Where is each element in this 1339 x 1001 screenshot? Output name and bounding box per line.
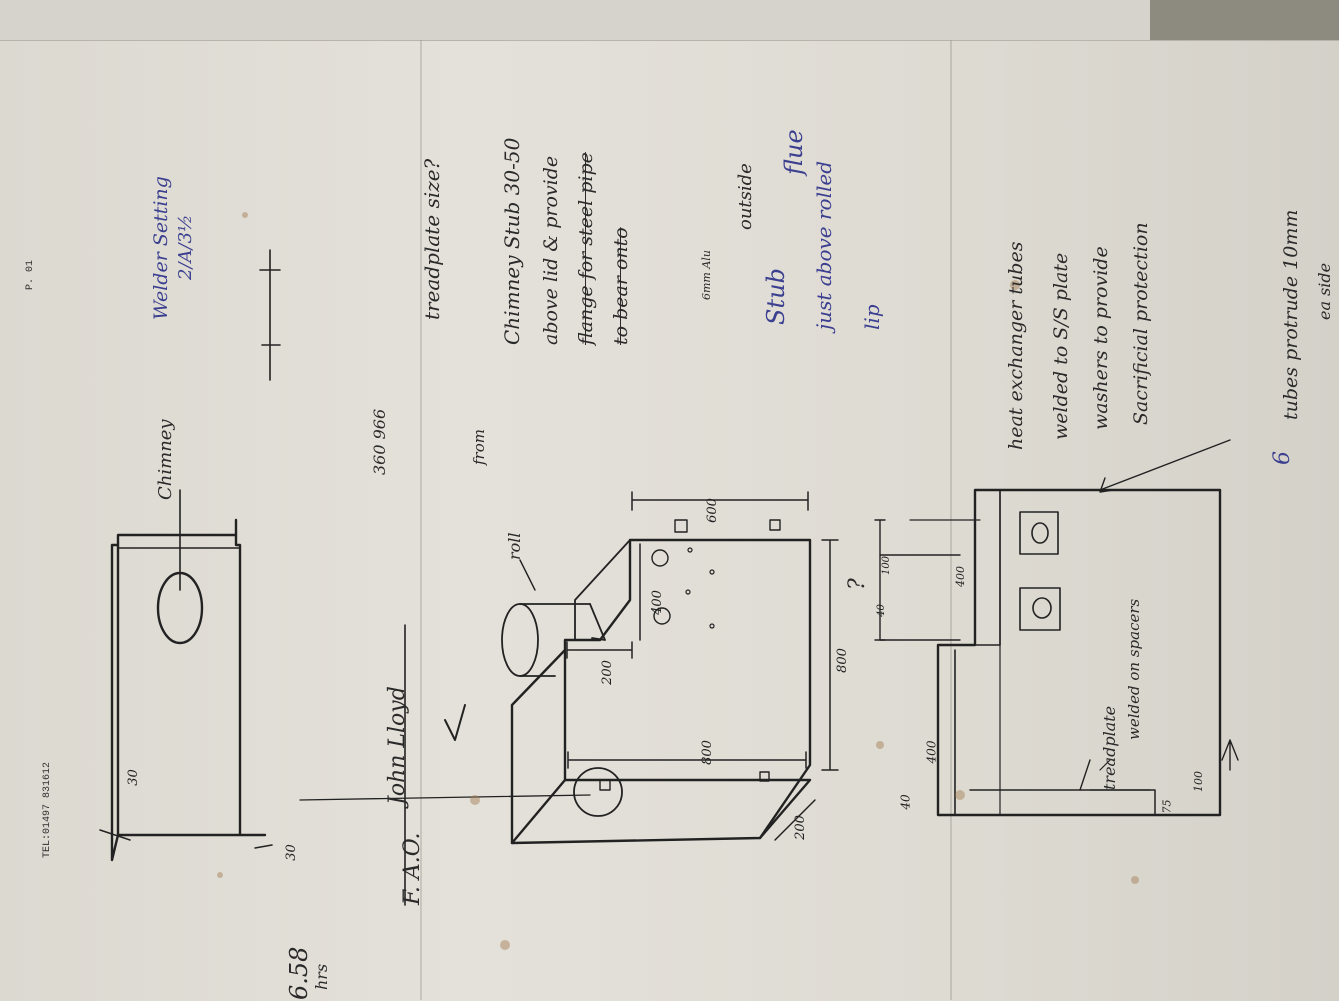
dim-200-bottom: 200	[792, 815, 808, 840]
bear-note: to bear onto	[610, 227, 632, 345]
dim-100-bottom: 100	[1192, 771, 1205, 792]
washers-note: washers to provide	[1090, 246, 1112, 430]
chimney-label: Chimney	[155, 419, 176, 500]
above-lid-note: above lid & provide	[540, 155, 562, 345]
chimney-plate-outline	[110, 518, 267, 862]
margin-number: 6.58	[285, 946, 313, 1000]
fao-label: F. A.O.	[400, 832, 425, 905]
sacrificial-note: Sacrificial protection	[1130, 222, 1152, 425]
dim-400-left: 400	[924, 740, 939, 764]
roll-note: roll	[505, 532, 524, 560]
treadplate-note: treadplate size?	[420, 158, 444, 320]
dim-800-bottom: 800	[699, 740, 715, 765]
fold-crease	[420, 40, 422, 1000]
dim-40: 40	[875, 604, 887, 617]
chimney-stub-note: Chimney Stub 30-50	[500, 137, 524, 345]
box-outline	[510, 538, 812, 845]
just-above-note: just above rolled	[812, 160, 836, 330]
dim-30-bottom: 30	[283, 844, 299, 861]
from-note: from	[470, 429, 488, 465]
alu-note: 6mm Alu	[700, 250, 713, 300]
dim-100-small: 100	[881, 555, 893, 576]
welded-spacers-label: welded on spacers	[1125, 598, 1143, 740]
margin-hours: hrs	[312, 963, 331, 990]
stub-note: Stub	[762, 268, 790, 325]
welder-values: 2/A/3½	[175, 214, 196, 280]
flue-note: flue	[780, 129, 808, 175]
stain-marks	[217, 212, 1139, 950]
dim-400-small: 400	[954, 566, 967, 587]
heat-exchanger-note: heat exchanger tubes	[1005, 241, 1027, 450]
welder-setting: Welder Setting	[150, 176, 172, 320]
treadplate-label: treadplate	[1100, 705, 1119, 790]
table-edge	[1150, 0, 1339, 45]
welded-to-note: welded to S/S plate	[1050, 252, 1072, 440]
question-mark: ?	[845, 578, 870, 590]
six-note: 6	[1270, 451, 1295, 465]
outside-note: outside	[735, 163, 756, 230]
section-outline	[936, 488, 1222, 817]
dim-800-right: 800	[834, 648, 850, 673]
flange-note: flange for steel pipe	[575, 152, 597, 345]
dim-200-top: 200	[599, 660, 615, 685]
tubes-protrude-note: tubes protrude 10mm	[1280, 209, 1302, 420]
dim-75: 75	[1160, 799, 1174, 814]
dim-40-small: 40	[898, 794, 913, 810]
dim-30-top: 30	[125, 769, 141, 786]
fao-name: John Lloyd	[385, 686, 410, 805]
lip-note: lip	[860, 304, 884, 330]
number-note: 360 966	[370, 408, 389, 475]
each-side-note: ea side	[1315, 262, 1334, 320]
dim-400: 400	[649, 590, 665, 615]
dim-600: 600	[704, 498, 720, 523]
